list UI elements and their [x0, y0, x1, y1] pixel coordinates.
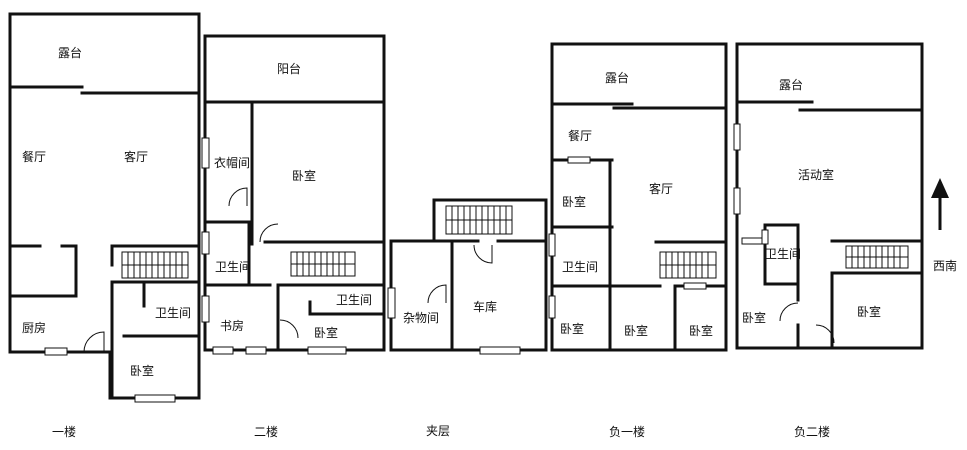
floor-caption-mezz: 夹层 — [426, 424, 450, 438]
room-label-f1-bath: 卫生间 — [155, 306, 191, 320]
room-label-b1-bed-c: 卧室 — [689, 323, 713, 338]
door-swing-icon — [279, 319, 299, 339]
room-label-f2-bath-right: 卫生间 — [336, 293, 372, 307]
room-label-f1-kitchen: 厨房 — [22, 320, 46, 335]
room-label-b2-bath: 卫生间 — [765, 247, 801, 261]
room-label-b2-terrace: 露台 — [779, 77, 803, 92]
north-arrow-icon — [931, 178, 949, 230]
room-label-f2-balcony: 阳台 — [277, 61, 301, 76]
window-icon — [245, 346, 267, 355]
room-label-b2-bed-b: 卧室 — [857, 304, 881, 319]
window-icon — [733, 123, 741, 151]
room-label-f2-bedroom-main: 卧室 — [292, 168, 316, 183]
window-icon — [761, 229, 769, 245]
window-icon — [307, 346, 347, 355]
stair-icon — [290, 251, 356, 277]
window-icon — [741, 237, 763, 245]
window-icon — [567, 156, 591, 164]
room-label-b1-terrace: 露台 — [605, 70, 629, 85]
room-label-b1-living: 客厅 — [649, 181, 673, 196]
room-label-mezz-garage: 车库 — [473, 299, 497, 314]
room-label-f2-closet: 衣帽间 — [214, 155, 250, 170]
stair-icon — [445, 205, 513, 235]
basement-1-plan — [548, 42, 728, 352]
window-icon — [548, 295, 556, 319]
window-icon — [733, 187, 741, 215]
room-label-f2-study: 书房 — [220, 318, 244, 333]
floor-caption-b2: 负二楼 — [794, 424, 830, 439]
door-swing-icon — [427, 284, 447, 304]
floor-caption-f1: 一楼 — [52, 424, 76, 439]
room-label-f2-bedroom-small: 卧室 — [314, 325, 338, 340]
floor-caption-b1: 负一楼 — [609, 424, 645, 439]
room-label-b2-activity: 活动室 — [798, 167, 834, 182]
window-icon — [548, 233, 556, 257]
floor-caption-f2: 二楼 — [254, 424, 278, 439]
floor-2-plan — [201, 34, 386, 355]
stair-icon — [845, 245, 909, 269]
room-label-f1-living: 客厅 — [124, 149, 148, 164]
room-label-b1-bed-a: 卧室 — [560, 321, 584, 336]
mezzanine-plan — [387, 198, 548, 355]
basement-2-plan — [733, 42, 924, 350]
room-label-f1-bedroom: 卧室 — [130, 363, 154, 378]
door-swing-icon — [83, 331, 105, 353]
stair-icon — [121, 251, 189, 279]
room-label-mezz-storage: 杂物间 — [403, 311, 439, 325]
garage-door-icon — [479, 346, 521, 355]
door-swing-icon — [259, 223, 279, 243]
stair-icon — [659, 251, 717, 279]
window-icon — [134, 394, 176, 403]
door-swing-icon — [228, 187, 248, 207]
room-label-b1-bedroom-upper: 卧室 — [562, 194, 586, 209]
door-swing-icon — [779, 302, 799, 322]
window-icon — [44, 347, 68, 356]
room-label-b2-bed-a: 卧室 — [742, 310, 766, 325]
window-icon — [201, 295, 210, 323]
window-icon — [201, 231, 210, 255]
room-label-b1-dining: 餐厅 — [568, 128, 592, 143]
window-icon — [387, 287, 396, 319]
room-label-f2-bath-left: 卫生间 — [215, 260, 251, 274]
door-swing-icon — [473, 244, 493, 264]
door-swing-icon — [815, 324, 835, 344]
room-label-f1-dining: 餐厅 — [22, 149, 46, 164]
compass-label: 西南 — [933, 258, 957, 273]
window-icon — [683, 282, 707, 290]
room-label-f1-terrace: 露台 — [58, 45, 82, 60]
room-label-b1-bath: 卫生间 — [562, 260, 598, 274]
floor-1-plan — [8, 12, 201, 403]
window-icon — [212, 346, 234, 355]
window-icon — [201, 137, 210, 169]
room-label-b1-bed-b: 卧室 — [624, 323, 648, 338]
